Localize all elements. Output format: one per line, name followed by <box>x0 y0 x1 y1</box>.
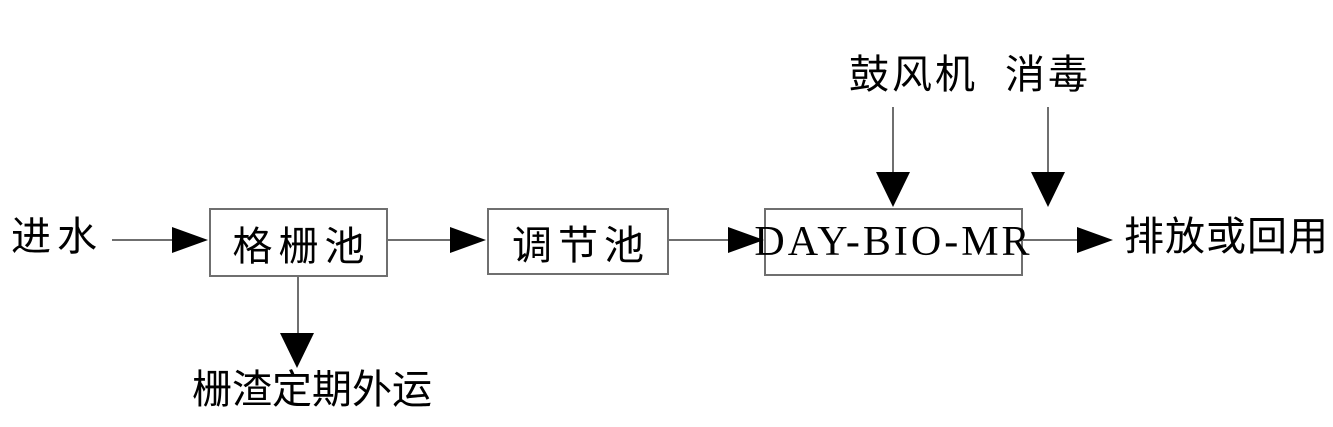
arrowhead-down-icon <box>876 172 910 207</box>
arrowhead-right-icon <box>1077 227 1113 253</box>
flow-line-regulating-to-reactor <box>669 239 730 241</box>
node-grid-tank: 格栅池 <box>209 208 388 277</box>
flow-line-disinfection <box>1047 107 1049 173</box>
blower-label: 鼓风机 <box>849 52 978 97</box>
flow-line-reactor-to-effluent <box>1023 239 1079 241</box>
node-regulating-tank: 调节池 <box>487 208 669 275</box>
flow-line-influent <box>112 239 174 241</box>
flow-line-screenings <box>297 277 299 334</box>
flow-line-grid-to-regulating <box>388 239 452 241</box>
arrowhead-right-icon <box>728 227 764 253</box>
influent-label: 进水 <box>11 214 103 259</box>
arrowhead-down-icon <box>1031 172 1065 207</box>
screenings-disposal-label: 栅渣定期外运 <box>192 367 432 412</box>
arrowhead-down-icon <box>280 333 314 368</box>
flow-line-blower <box>892 107 894 173</box>
arrowhead-right-icon <box>172 227 208 253</box>
arrowhead-right-icon <box>450 227 486 253</box>
effluent-label: 排放或回用 <box>1124 214 1329 259</box>
disinfection-label: 消毒 <box>1005 52 1091 97</box>
node-reactor: DAY-BIO-MR <box>754 208 1030 276</box>
